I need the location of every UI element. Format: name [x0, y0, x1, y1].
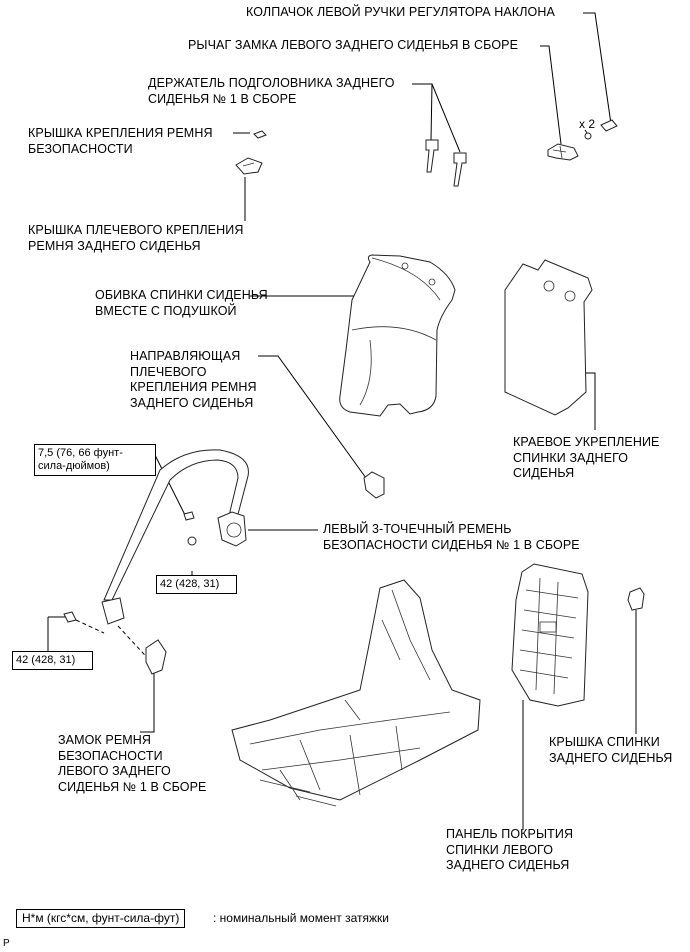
torque-box-2: 42 (428, 31): [156, 575, 237, 594]
figure-code: P: [3, 938, 10, 949]
label-buckle: ЗАМОК РЕМНЯ БЕЗОПАСНОСТИ ЛЕВОГО ЗАДНЕГО …: [58, 733, 207, 794]
quantity-label: x 2: [579, 117, 596, 131]
torque-box-3: 42 (428, 31): [12, 651, 93, 670]
label-recliner-cap: КОЛПАЧОК ЛЕВОЙ РУЧКИ РЕГУЛЯТОРА НАКЛОНА: [246, 5, 555, 19]
label-shoulder-guide: НАПРАВЛЯЮЩАЯ ПЛЕЧЕВОГО КРЕПЛЕНИЯ РЕМНЯ З…: [130, 349, 257, 410]
leader-lines: [47, 12, 637, 830]
parts-art: [63, 119, 645, 807]
label-shoulder-anchor-cover: КРЫШКА ПЛЕЧЕВОГО КРЕПЛЕНИЯ РЕМНЯ ЗАДНЕГО…: [28, 223, 244, 253]
legend-text: : номинальный момент затяжки: [213, 911, 389, 925]
label-seatback-cover: ОБИВКА СПИНКИ СИДЕНЬЯ ВМЕСТЕ С ПОДУШКОЙ: [95, 288, 268, 318]
label-edge-protector: КРАЕВОЕ УКРЕПЛЕНИЕ СПИНКИ ЗАДНЕГО СИДЕНЬ…: [513, 435, 660, 480]
legend-box: Н*м (кгс*см, фунт-сила-фут): [16, 909, 186, 928]
label-three-point-belt: ЛЕВЫЙ 3-ТОЧЕЧНЫЙ РЕМЕНЬ БЕЗОПАСНОСТИ СИД…: [323, 522, 580, 552]
label-headrest-holder: ДЕРЖАТЕЛЬ ПОДГОЛОВНИКА ЗАДНЕГО СИДЕНЬЯ №…: [148, 76, 395, 106]
label-board: ПАНЕЛЬ ПОКРЫТИЯ СПИНКИ ЛЕВОГО ЗАДНЕГО СИ…: [446, 827, 574, 872]
label-seatback-hinge-cover: КРЫШКА СПИНКИ ЗАДНЕГО СИДЕНЬЯ: [549, 735, 673, 765]
label-belt-anchor-cover: КРЫШКА КРЕПЛЕНИЯ РЕМНЯ БЕЗОПАСНОСТИ: [28, 126, 213, 156]
torque-box-1: 7,5 (76, 66 фунт- сила-дюймов): [34, 444, 156, 476]
label-lock-lever: РЫЧАГ ЗАМКА ЛЕВОГО ЗАДНЕГО СИДЕНЬЯ В СБО…: [188, 38, 519, 52]
